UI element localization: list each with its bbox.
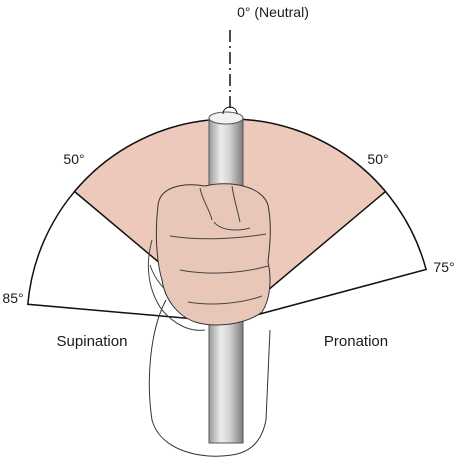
fist [155, 183, 271, 326]
supination-label: Supination [57, 333, 128, 350]
forearm-outline [148, 299, 271, 457]
fist-shape [155, 183, 271, 326]
finger-creases [169, 185, 269, 305]
neutral-label: 0° (Neutral) [237, 4, 309, 20]
supination-limit-label: 85° [2, 290, 23, 306]
supination-functional-label: 50° [63, 151, 84, 167]
pronation-limit-label: 75° [433, 259, 454, 275]
pronation-functional-label: 50° [367, 151, 388, 167]
neutral-axis-cap [222, 106, 238, 115]
pronation-label: Pronation [324, 333, 388, 350]
